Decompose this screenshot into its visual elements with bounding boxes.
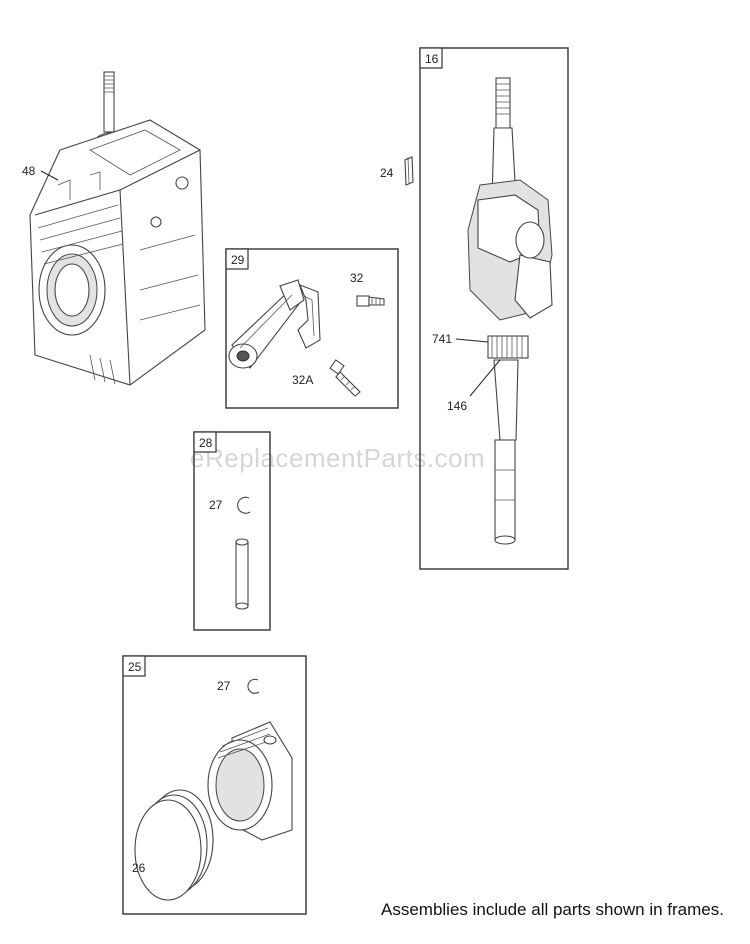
rod-bolt-32a-drawing[interactable] — [329, 359, 361, 397]
leader-741 — [455, 338, 489, 343]
cylinder-block-drawing[interactable] — [29, 71, 206, 386]
frame-29[interactable] — [225, 248, 399, 409]
frame-25-number: 25 — [128, 660, 142, 674]
frame-29-tag — [225, 248, 249, 270]
frame-28-tag — [193, 431, 217, 453]
key-drawing[interactable] — [404, 156, 414, 186]
rod-bolt-32-drawing[interactable] — [356, 295, 385, 307]
piston-drawing[interactable] — [207, 721, 293, 841]
leader-48 — [40, 170, 59, 181]
frame-29-number: 29 — [231, 253, 245, 267]
frame-28-number: 28 — [199, 436, 213, 450]
callout-27-pin: 27 — [209, 498, 223, 512]
callout-27-piston: 27 — [217, 679, 231, 693]
callout-48: 48 — [22, 164, 36, 178]
rod-cap-drawing[interactable] — [297, 284, 321, 349]
retaining-ring-drawing[interactable] — [237, 496, 251, 514]
connecting-rod-drawing[interactable] — [228, 279, 305, 369]
assembly-note: Assemblies include all parts shown in fr… — [381, 900, 724, 919]
frame-16-tag — [419, 47, 443, 69]
frame-28[interactable] — [193, 431, 271, 631]
frame-25-tag — [122, 655, 146, 677]
callout-741: 741 — [432, 332, 452, 346]
crankshaft-drawing[interactable] — [467, 77, 553, 545]
watermark-text: eReplacementParts.com — [190, 443, 485, 473]
piston-pin-drawing[interactable] — [235, 538, 249, 610]
piston-rings-drawing[interactable] — [134, 789, 214, 901]
callout-146: 146 — [447, 399, 467, 413]
callout-26: 26 — [132, 861, 146, 875]
frame-16-number: 16 — [425, 52, 439, 66]
piston-retaining-ring-drawing[interactable] — [247, 678, 260, 694]
callout-32: 32 — [350, 271, 364, 285]
callout-32a: 32A — [292, 373, 313, 387]
frame-16[interactable] — [419, 47, 569, 570]
leader-146 — [469, 359, 501, 397]
frame-25[interactable] — [122, 655, 307, 915]
callout-24: 24 — [380, 166, 394, 180]
